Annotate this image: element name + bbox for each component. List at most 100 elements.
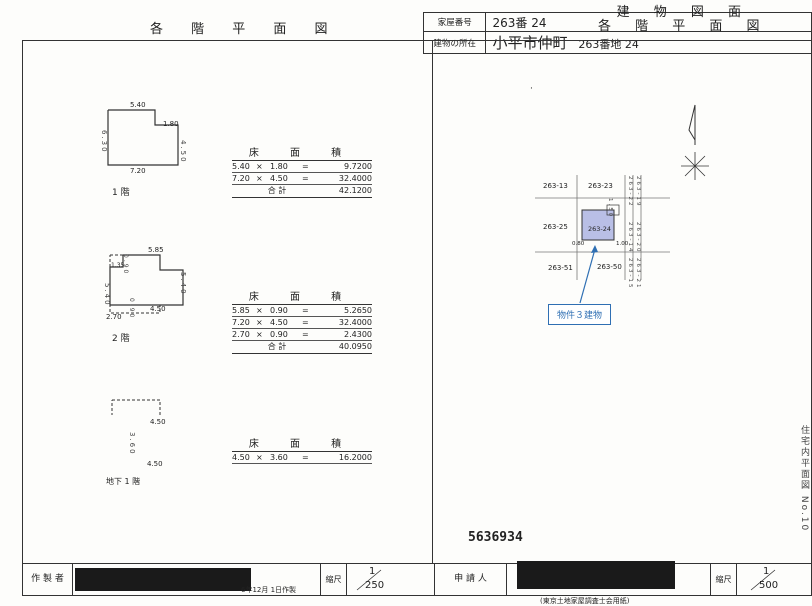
footer: 作 製 者 6年12月 1日作製 縮尺 1 250 申 請 人 縮尺 1 500	[22, 561, 812, 596]
scale-left-num: 1	[369, 566, 376, 577]
area-eq: =	[302, 162, 309, 171]
maker-cell: 6年12月 1日作製	[73, 564, 321, 595]
area-total-row: 合 計 40.0950	[232, 341, 372, 354]
scale-right-den: 500	[759, 580, 779, 591]
basement-label: 地下 1 階	[106, 477, 141, 486]
b1-dim-bottom: 4.50	[147, 460, 163, 468]
area-b: 4.50	[270, 318, 288, 327]
right-title-line2: 各 階 平 面 図	[598, 19, 770, 34]
location-cell: 小平市仲町 263番地 24	[485, 31, 812, 54]
area-table-b1: 床 面 積 4.50 × 3.60 = 16.2000	[232, 435, 372, 464]
area-row: 2.70 × 0.90 = 2.4300	[232, 329, 372, 341]
area-b: 3.60	[270, 453, 288, 462]
scale-right-num: 1	[763, 566, 770, 577]
area-eq: =	[302, 453, 309, 462]
area-a: 4.50	[232, 453, 250, 462]
location-label: 建物の所在	[422, 31, 487, 54]
lot-263-50: 263-50	[597, 263, 622, 271]
total-value: 40.0950	[338, 342, 372, 351]
header-table: 家屋番号 263番 24 建物の所在 小平市仲町 263番地 24	[422, 12, 812, 54]
scale-left-den: 250	[365, 580, 385, 591]
lot-263-25: 263-25	[543, 223, 568, 231]
location-handwritten: 小平市仲町	[492, 34, 568, 52]
area-title: 床 面 積	[232, 288, 372, 305]
lot-263-22: 263-22	[627, 176, 633, 208]
area-eq: =	[302, 318, 309, 327]
association-note: (東京土地家屋調査士会用紙)	[540, 597, 630, 605]
area-eq: =	[302, 174, 309, 183]
subject-callout: 物件３建物	[548, 304, 612, 325]
area-row: 7.20 × 4.50 = 32.4000	[232, 317, 372, 329]
floor-1-outline	[107, 109, 179, 166]
area-result: 5.2650	[344, 306, 372, 315]
area-eq: =	[302, 330, 309, 339]
scale-left: 1 250	[347, 564, 435, 595]
floor-2-label: 2 階	[112, 334, 130, 344]
total-label: 合 計	[267, 342, 287, 351]
f1-dim-bottom: 7.20	[130, 167, 146, 175]
area-op: ×	[256, 318, 263, 327]
floor-plans-svg	[107, 109, 184, 415]
stamp-number: 5636934	[468, 530, 523, 545]
total-label: 合 計	[267, 186, 287, 195]
area-a: 7.20	[232, 318, 250, 327]
f2-dim-top: 5.85	[148, 246, 164, 254]
basement-dashed-outline	[111, 399, 161, 415]
date-created: 6年12月 1日作製	[241, 586, 297, 594]
area-a: 5.40	[232, 162, 250, 171]
floor-2-outline	[109, 254, 184, 306]
callout-arrow	[579, 245, 598, 304]
scale-right: 1 500	[737, 564, 812, 595]
area-a: 7.20	[232, 174, 250, 183]
redaction-box	[75, 568, 251, 591]
total-value: 42.1200	[338, 186, 372, 195]
site-map	[535, 175, 670, 280]
site-dim-right: 1.00	[616, 241, 629, 247]
area-row: 5.40 × 1.80 = 9.7200	[232, 161, 372, 173]
redaction-box	[517, 561, 675, 589]
house-number-label: 家屋番号	[422, 12, 487, 32]
area-b: 0.90	[270, 330, 288, 339]
area-row: 4.50 × 3.60 = 16.2000	[232, 452, 372, 464]
area-b: 4.50	[270, 174, 288, 183]
basement-plan	[111, 399, 161, 415]
f2-dim-bottom: 2.70	[106, 313, 122, 321]
area-a: 2.70	[232, 330, 250, 339]
area-op: ×	[256, 306, 263, 315]
maker-label: 作 製 者	[23, 564, 73, 595]
area-result: 32.4000	[338, 174, 372, 183]
lot-263-21: 263-21	[635, 258, 641, 290]
floor-2-plan	[109, 254, 184, 314]
area-op: ×	[256, 330, 263, 339]
location-value: 263番地 24	[578, 38, 639, 51]
area-row: 5.85 × 0.90 = 5.2650	[232, 305, 372, 317]
area-result: 2.4300	[344, 330, 372, 339]
applicant-label: 申 請 人	[435, 564, 507, 595]
lot-263-14: 263-14	[627, 222, 633, 254]
f2-dim-notch-h: 0.90	[122, 254, 129, 276]
f1-dim-step: 1.80	[163, 120, 179, 128]
area-b: 1.80	[270, 162, 288, 171]
area-result: 16.2000	[338, 453, 372, 462]
b1-dim-left: 3.60	[128, 432, 136, 456]
area-title: 床 面 積	[232, 144, 372, 161]
floor-1-label: 1 階	[112, 188, 130, 198]
scale-label-left: 縮尺	[321, 564, 347, 595]
area-op: ×	[256, 174, 263, 183]
scale-label-right: 縮尺	[711, 564, 737, 595]
f2-dim-notch-w: 1.35	[111, 262, 125, 269]
area-row: 7.20 × 4.50 = 32.4000	[232, 173, 372, 185]
left-title: 各 階 平 面 図	[150, 22, 340, 37]
area-result: 9.7200	[344, 162, 372, 171]
area-result: 32.4000	[338, 318, 372, 327]
lot-263-24: 263-24	[588, 225, 612, 233]
area-b: 0.90	[270, 306, 288, 315]
area-table-1f: 床 面 積 5.40 × 1.80 = 9.7200 7.20 × 4.50 =…	[232, 144, 372, 198]
floor-1-plan	[107, 109, 179, 166]
f2-dim-b2: 4.50	[150, 305, 166, 313]
area-title: 床 面 積	[232, 435, 372, 452]
lot-263-51: 263-51	[548, 264, 573, 272]
north-arrow-icon	[681, 104, 709, 180]
f1-dim-top: 5.40	[130, 101, 146, 109]
area-total-row: 合 計 42.1200	[232, 185, 372, 198]
